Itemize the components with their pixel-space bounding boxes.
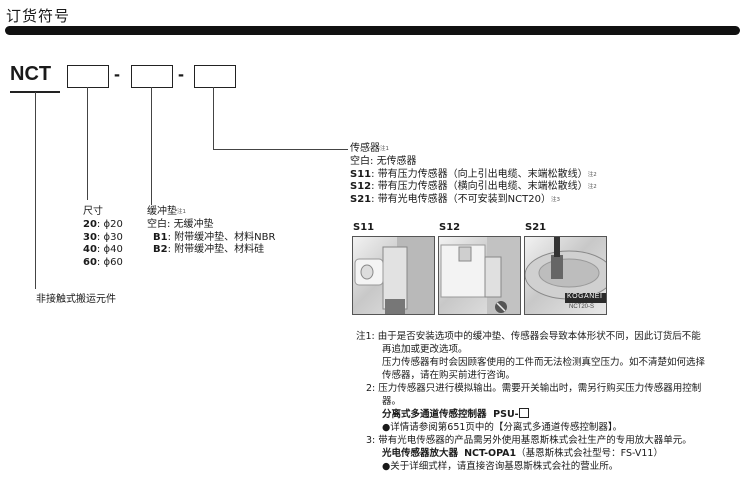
photo-s21: KOGANEI NCT20-S (524, 236, 607, 315)
cushion-item: B1: 附带缓冲垫、材料NBR (153, 231, 276, 243)
size-connector-line (87, 87, 88, 200)
photo-label-s21: S21 (525, 222, 547, 233)
note-1-line: 传感器，请在购买前进行咨询。 (382, 370, 516, 381)
product-label: 非接触式搬运元件 (36, 294, 116, 305)
cushion-item: B2: 附带缓冲垫、材料硅 (153, 244, 265, 255)
photo-label-s12: S12 (439, 222, 461, 233)
sensor-heading: 传感器注1 (350, 143, 389, 154)
code-placeholder-box (518, 408, 529, 418)
cushion-item-blank: 空白: 无缓冲垫 (147, 219, 214, 230)
note-1-line: 压力传感器有时会因顾客使用的工件而无法检测真空压力。如不清楚如何选择 (382, 357, 706, 368)
size-heading: 尺寸 (83, 206, 103, 217)
sensor-s11-illustration (354, 237, 434, 314)
cushion-connector-line (151, 87, 152, 205)
size-item: 20: ϕ20 (83, 219, 123, 230)
sensor-item: S12: 带有压力传感器（横向引出电缆、末端松散线）注2 (350, 181, 597, 192)
sensor-connector-vertical (213, 87, 214, 150)
title-bar-divider (5, 26, 740, 35)
code-separator-1: - (114, 64, 120, 84)
note-2-reference: ●详情请参阅第651页中的【分离式多通道传感控制器】。 (382, 422, 623, 433)
sensor-s12-illustration (440, 237, 520, 314)
sensor-item: S21: 带有光电传感器（不可安装到NCT20）注3 (350, 193, 560, 205)
photo-label-s11: S11 (353, 222, 375, 233)
sensor-list: 空白: 无传感器 S11: 带有压力传感器（向上引出电缆、末端松散线）注2 S1… (350, 156, 597, 206)
size-item: 40: ϕ40 (83, 244, 123, 255)
brand-mark: KOGANEI (567, 293, 603, 300)
cushion-heading: 缓冲垫注1 (147, 206, 186, 217)
cushion-code-box (131, 65, 173, 88)
sensor-item: S11: 带有压力传感器（向上引出电缆、末端松散线）注2 (350, 168, 597, 180)
note-3-reference: ●关于详细式样，请直接咨询基恩斯株式会社的营业所。 (382, 461, 619, 472)
size-code-box (67, 65, 109, 88)
notes-section: 注1: 由于是否安装选项中的缓冲垫、传感器会导致本体形状不同，因此订货后不能 再… (356, 330, 705, 473)
size-item: 30: ϕ30 (83, 231, 123, 243)
note-3-product: 光电传感器放大器 NCT-OPA1（基恩斯株式会社型号：FS-V11） (382, 448, 663, 459)
page-title: 订货符号 (6, 7, 71, 25)
size-item: 60: ϕ60 (83, 256, 123, 268)
note-2-product: 分离式多通道传感控制器 PSU- (356, 408, 705, 421)
model-mark: NCT20-S (569, 304, 595, 310)
note-2-line: 2: 压力传感器只进行模拟输出。需要开关输出时，需另行购买压力传感器用控制 (366, 383, 702, 394)
note-1-line: 再追加或更改选项。 (382, 344, 468, 355)
photo-s11 (352, 236, 435, 315)
sensor-connector-horizontal (213, 149, 348, 150)
note-2-line: 器。 (382, 396, 402, 407)
photo-s12 (438, 236, 521, 315)
model-prefix-underline (10, 91, 60, 93)
code-separator-2: - (178, 64, 184, 84)
note-1-line: 注1: 由于是否安装选项中的缓冲垫、传感器会导致本体形状不同，因此订货后不能 (356, 331, 701, 342)
product-connector-line (35, 92, 36, 289)
model-prefix: NCT (10, 63, 52, 85)
note-3-line: 3: 带有光电传感器的产品需另外使用基恩斯株式会社生产的专用放大器单元。 (366, 435, 692, 446)
size-list: 20: ϕ20 30: ϕ30 40: ϕ40 60: ϕ60 (83, 219, 123, 269)
sensor-item-blank: 空白: 无传感器 (350, 156, 417, 167)
cushion-list: 空白: 无缓冲垫 B1: 附带缓冲垫、材料NBR B2: 附带缓冲垫、材料硅 (147, 219, 275, 257)
sensor-s21-illustration (525, 237, 606, 303)
sensor-code-box (194, 65, 236, 88)
